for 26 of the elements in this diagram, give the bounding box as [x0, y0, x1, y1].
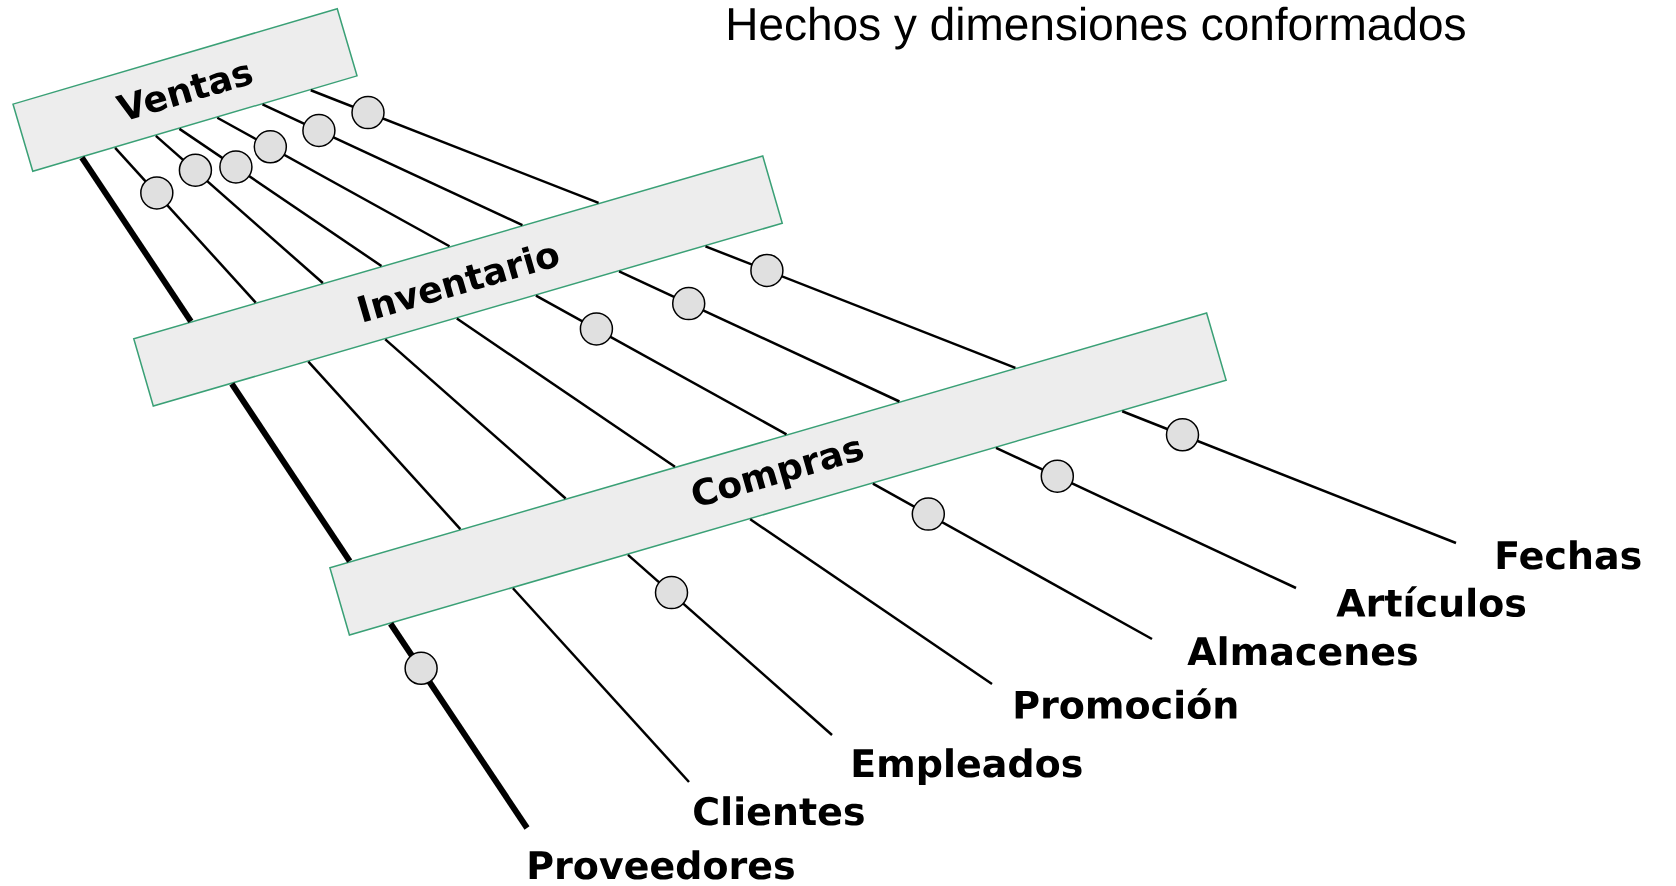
- fact-box: Ventas: [12, 7, 358, 173]
- dimension-label: Clientes: [694, 796, 864, 826]
- dimension-line: [1121, 410, 1457, 545]
- dimension-line: [229, 382, 353, 563]
- dimension-line: [627, 553, 833, 736]
- dimension-line: [384, 338, 567, 500]
- dimension-line: [618, 270, 900, 403]
- dimension-line: [307, 360, 462, 530]
- dimension-line: [749, 518, 993, 686]
- title: Hechos y dimensiones conformados: [729, 6, 1465, 50]
- dimension-line: [512, 587, 690, 783]
- dimension-line: [456, 317, 676, 468]
- dimension-label: Artículos: [1336, 586, 1526, 618]
- dimension-line: [705, 245, 1016, 369]
- dimension-line: [535, 294, 788, 436]
- dimension-line: [310, 89, 600, 205]
- dimension-label: Fechas: [1497, 540, 1641, 570]
- dimension-line: [995, 446, 1297, 590]
- dimension-line: [79, 155, 194, 324]
- dimension-line: [872, 482, 1153, 641]
- dimension-line: [261, 103, 523, 227]
- dimension-label: Proveedores: [529, 850, 794, 880]
- dimension-label: Promoción: [1015, 688, 1237, 720]
- dimension-label: Empleados: [853, 748, 1082, 785]
- dimension-line: [216, 116, 451, 248]
- dimension-label: Almacenes: [1187, 636, 1417, 666]
